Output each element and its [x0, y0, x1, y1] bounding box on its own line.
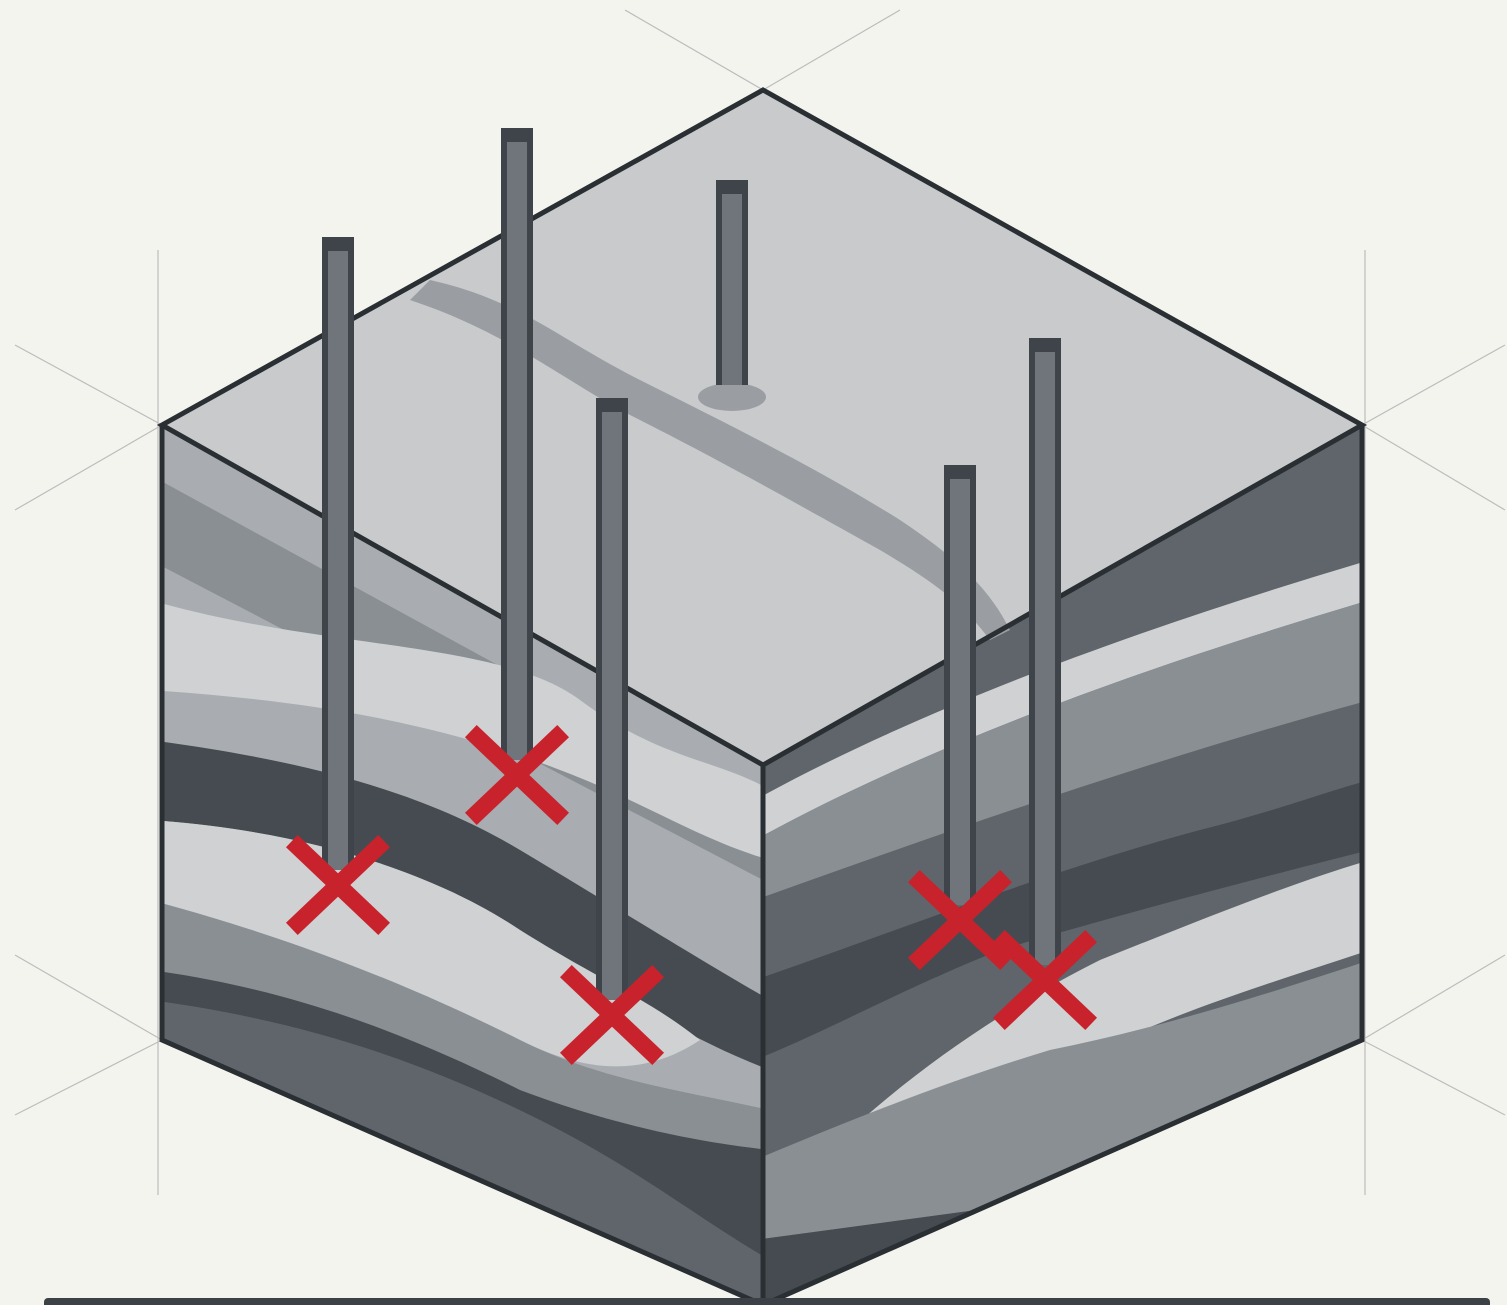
guide-line	[15, 345, 162, 425]
well-cap	[322, 237, 354, 251]
guide-line	[625, 10, 763, 90]
well-shaft	[328, 249, 348, 870]
well-shaft	[602, 410, 622, 1000]
well-cap	[596, 398, 628, 412]
guide-line	[1362, 345, 1505, 425]
guide-line	[15, 425, 162, 510]
guide-line	[15, 955, 162, 1040]
well-shaft	[722, 192, 742, 385]
guide-line	[15, 1040, 162, 1115]
well	[501, 128, 533, 760]
guide-line	[1362, 1040, 1505, 1115]
guide-line	[1362, 955, 1505, 1040]
well-cap	[501, 128, 533, 142]
well-shaft	[950, 477, 970, 905]
well-cap	[944, 465, 976, 479]
well-base-shadow	[698, 383, 766, 411]
well-shaft	[507, 140, 527, 760]
well	[1029, 338, 1061, 965]
guide-line	[1362, 425, 1505, 510]
well	[596, 398, 628, 1000]
well	[944, 465, 976, 905]
well-cap	[716, 180, 748, 194]
well-shaft	[1035, 350, 1055, 965]
bottom-bar	[44, 1298, 1490, 1305]
well-cap	[1029, 338, 1061, 352]
guide-line	[763, 10, 900, 90]
well	[322, 237, 354, 870]
